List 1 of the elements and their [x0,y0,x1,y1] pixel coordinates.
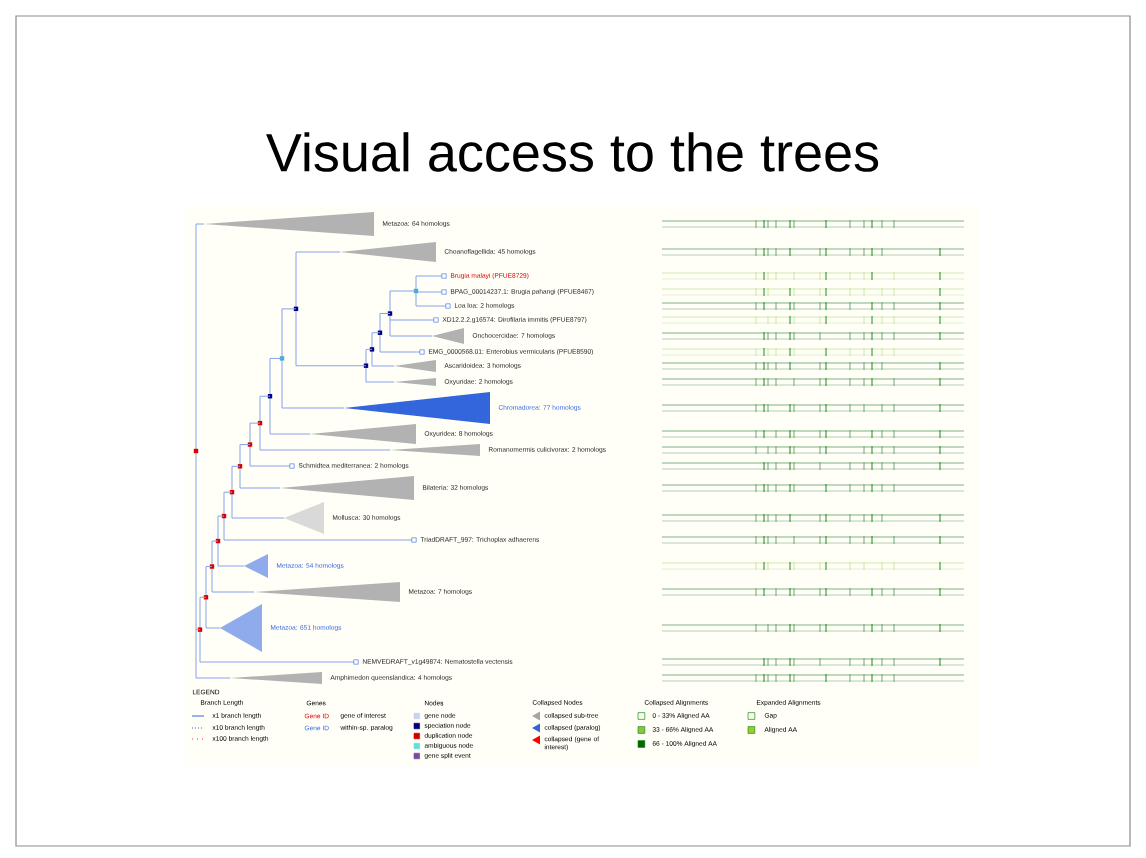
slide-title: Visual access to the trees [266,132,879,172]
